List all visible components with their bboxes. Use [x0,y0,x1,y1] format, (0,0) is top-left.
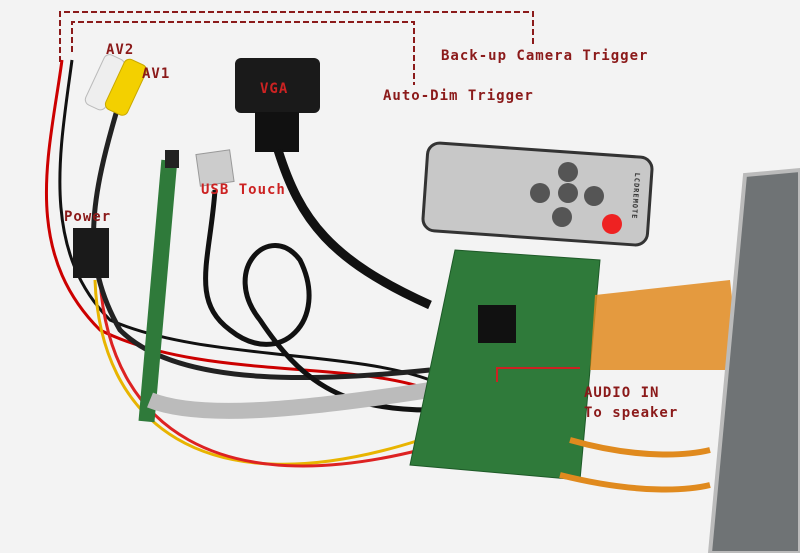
ir-receiver [165,150,179,168]
power-wire-yellow [93,279,421,466]
touch-flex [559,437,711,493]
power-wire-red [98,279,421,468]
label-power: Power [64,209,112,225]
ribbon-cable [147,382,432,419]
usb-connector [195,149,235,187]
remote-left-button [530,183,550,203]
remote-right-button [584,186,604,206]
vga-cable [273,148,432,310]
av1-connector [104,58,147,116]
vga-connector [235,58,320,113]
keypad-board [138,159,178,423]
lcd-panel [707,167,800,553]
remote-up-button [558,162,578,182]
label-to-speaker: To speaker [584,405,679,421]
usb-cable [203,189,431,413]
vga-connector-neck [255,112,299,152]
remote-power-button [602,214,622,234]
remote-center-button [558,183,578,203]
trigger-wire-black [58,59,431,382]
controller-chip [478,305,516,343]
label-av1: AV1 [142,66,171,82]
autodim-trigger-callout [71,21,415,85]
flex-cable [590,280,740,370]
label-vga: VGA [260,81,289,97]
audio-callout [496,367,580,382]
av-cables [91,99,431,381]
controller-board [409,249,601,481]
remote-control [421,141,654,247]
label-backup-camera-trigger: Back-up Camera Trigger [441,48,649,64]
label-usb-touch: USB Touch [201,182,286,198]
label-auto-dim-trigger: Auto-Dim Trigger [383,88,534,104]
remote-down-button [552,207,572,227]
power-jack [73,228,109,278]
label-audio-in: AUDIO IN [584,385,660,401]
label-av2: AV2 [106,42,135,58]
